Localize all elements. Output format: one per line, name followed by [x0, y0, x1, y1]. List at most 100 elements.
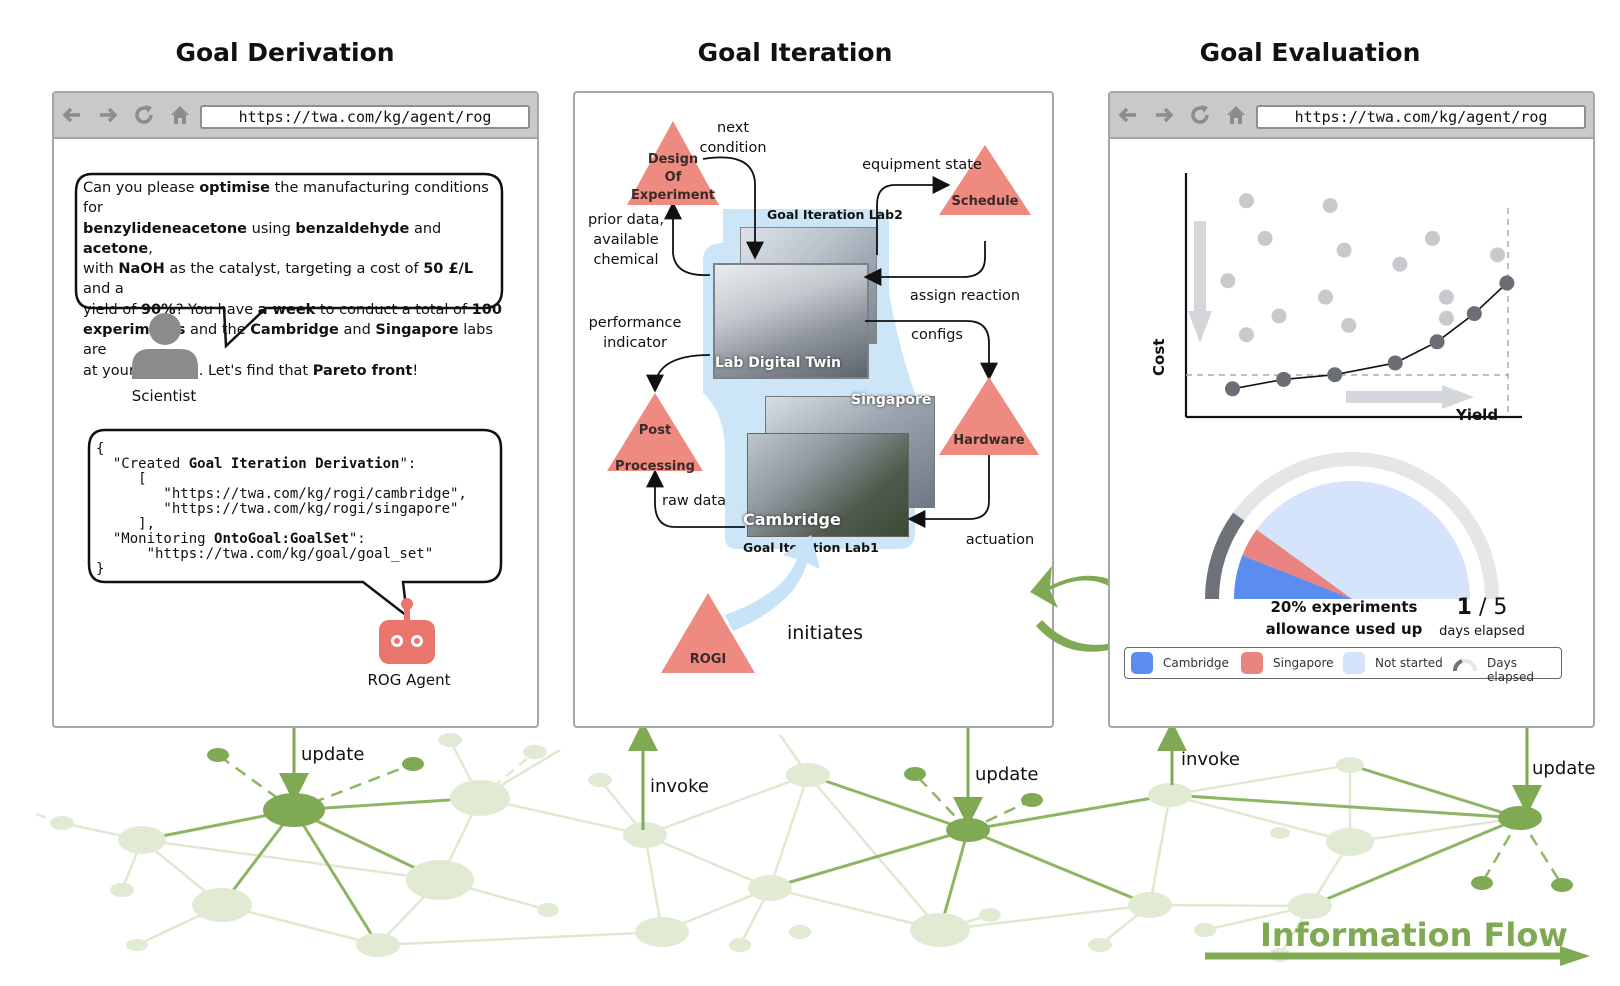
agent-code-line: "Created Goal Iteration Derivation": [96, 456, 417, 472]
yield-axis-label: Yield [1456, 406, 1499, 424]
refresh-icon[interactable] [1188, 103, 1212, 127]
url-bar[interactable]: https://twa.com/kg/agent/rog [200, 105, 530, 129]
title-goal-iteration: Goal Iteration [697, 38, 893, 67]
triangle-nodes [607, 121, 1039, 673]
rogi-label: ROGI [689, 652, 727, 667]
information-flow-arrow [1205, 946, 1590, 966]
legend-not-started-label: Not started [1375, 656, 1443, 670]
pareto-chart [1184, 173, 1522, 419]
increase-yield-arrow [1346, 385, 1474, 409]
dominated-point [1392, 256, 1408, 272]
dominated-point [1271, 308, 1287, 324]
days-elapsed-label: days elapsed [1439, 624, 1525, 639]
pareto-front-point [1225, 381, 1240, 397]
forward-icon[interactable] [1152, 103, 1176, 127]
legend-singapore-label: Singapore [1273, 656, 1334, 670]
home-icon[interactable] [1224, 103, 1248, 127]
legend-days-elapsed-label: Days elapsed [1487, 656, 1534, 684]
dominated-point [1238, 327, 1254, 343]
legend-not-started-swatch [1343, 652, 1365, 674]
singapore-label: Singapore [851, 392, 932, 408]
back-icon[interactable] [60, 103, 84, 127]
forward-icon[interactable] [96, 103, 120, 127]
agent-code-line: { [96, 441, 105, 457]
cambridge-photo [747, 433, 909, 537]
initiates-label: initiates [786, 622, 863, 644]
title-goal-derivation: Goal Derivation [175, 38, 395, 67]
dominated-point [1424, 230, 1440, 246]
rog-agent-label: ROG Agent [367, 671, 451, 689]
agent-code-line: "Monitoring OntoGoal:GoalSet": [96, 531, 366, 547]
scientist-message: Can you please optimise the manufacturin… [83, 178, 503, 381]
robot-icon [379, 598, 435, 664]
scientist-message-line: Can you please optimise the manufacturin… [83, 180, 489, 217]
legend-singapore-swatch [1241, 652, 1263, 674]
schedule-triangle [939, 145, 1031, 215]
dominated-point [1438, 310, 1454, 326]
cost-axis-label: Cost [1150, 338, 1168, 376]
gauge-legend: Cambridge Singapore Not started Days ela… [1124, 647, 1562, 684]
scientist-icon [132, 313, 198, 379]
graph-edges-green [141, 763, 1521, 946]
experiment-gauge [1205, 452, 1499, 600]
pareto-front-point [1466, 306, 1482, 322]
pareto-front-line [1232, 282, 1508, 390]
assign-reaction-label: assign reaction [909, 288, 1021, 304]
agent-code-line: "https://twa.com/kg/rogi/cambridge", [96, 486, 467, 502]
cambridge-sector [1234, 555, 1352, 599]
dominated-point [1336, 242, 1352, 258]
agent-code-line: [ [96, 471, 147, 487]
legend-days-elapsed-icon [1453, 659, 1477, 672]
url-bar[interactable]: https://twa.com/kg/agent/rog [1256, 105, 1586, 129]
digital-twin-label: Lab Digital Twin [715, 355, 842, 371]
browser-toolbar-2: https://twa.com/kg/agent/rog [1110, 93, 1593, 139]
update-label-2: update [975, 764, 1039, 785]
agent-code-line: "https://twa.com/kg/goal/goal_set" [96, 546, 434, 562]
back-icon[interactable] [1116, 103, 1140, 127]
home-icon[interactable] [168, 103, 192, 127]
agent-code-line: ], [96, 516, 156, 532]
scientist-speech-bubble [74, 172, 504, 349]
cambridge-label: Cambridge [743, 510, 841, 529]
update-label-1: update [301, 744, 365, 765]
raw-data-label: raw data [662, 493, 726, 509]
actuation-label: actuation [965, 532, 1035, 548]
hardware-label: Hardware [953, 433, 1025, 448]
rogi-triangle [661, 593, 755, 673]
initiates-arrow [725, 535, 820, 631]
dominated-point [1238, 193, 1254, 209]
invoke-label-1: invoke [650, 776, 709, 797]
experiments-used-text: 20% experiments allowance used up [1265, 598, 1423, 638]
post-processing-triangle [607, 393, 703, 471]
scientist-message-line: benzylideneacetone using benzaldehyde an… [83, 220, 442, 257]
doe-triangle [627, 121, 719, 205]
pareto-front-point [1327, 367, 1343, 383]
agent-message: { "Created Goal Iteration Derivation": [… [96, 442, 467, 577]
panel-goal-derivation: https://twa.com/kg/agent/rog Can you ple… [52, 91, 539, 728]
title-goal-evaluation: Goal Evaluation [1199, 38, 1421, 67]
panel-goal-iteration: Goal Iteration Lab2 Lab Digital Twin Sin… [573, 91, 1054, 728]
refresh-icon[interactable] [132, 103, 156, 127]
pareto-front-point [1276, 371, 1292, 387]
pareto-front-point [1499, 275, 1515, 291]
browser-toolbar: https://twa.com/kg/agent/rog [54, 93, 537, 139]
dominated-point [1438, 289, 1454, 305]
dominated-point [1220, 273, 1236, 289]
dominated-point [1341, 317, 1357, 333]
dominated-point [1257, 230, 1273, 246]
scientist-label: Scientist [131, 387, 197, 405]
hardware-triangle [939, 377, 1039, 455]
dominated-points [1220, 193, 1506, 343]
pareto-front-points [1225, 275, 1515, 397]
pareto-front-point [1429, 334, 1445, 350]
equipment-state-label: equipment state [862, 157, 982, 173]
legend-cambridge-label: Cambridge [1163, 656, 1229, 670]
lab-digital-twin-photo [713, 263, 869, 379]
dominated-point [1318, 289, 1333, 305]
